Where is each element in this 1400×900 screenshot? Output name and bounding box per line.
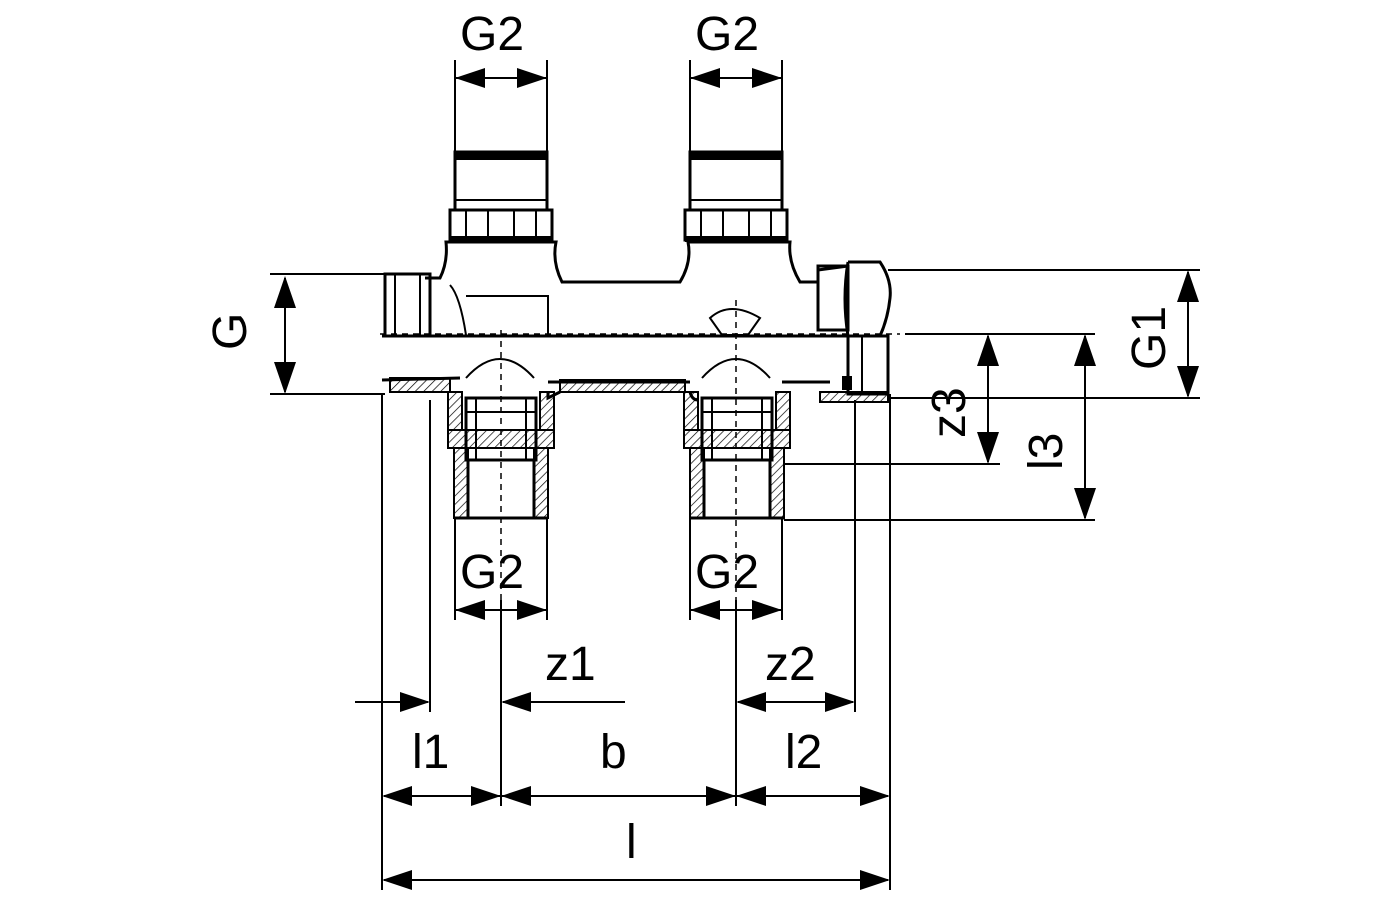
label-g2-bottom-right: G2 [695, 546, 759, 599]
bottom-right-outlet [683, 358, 791, 520]
label-z3: z3 [923, 387, 976, 438]
label-g2-bottom-left: G2 [460, 546, 524, 599]
center-lines [380, 300, 900, 600]
label-g2-top-left: G2 [460, 8, 524, 61]
top-left-outlet [448, 150, 554, 242]
label-b: b [600, 726, 627, 779]
label-z2: z2 [765, 638, 816, 691]
label-z1: z1 [545, 638, 596, 691]
top-right-outlet [683, 150, 789, 242]
label-l3: l3 [1020, 433, 1073, 470]
extension-lines [270, 60, 1200, 890]
manifold-body [381, 240, 892, 403]
label-g: G [204, 313, 257, 350]
bottom-left-outlet [447, 358, 555, 520]
label-l1: l1 [412, 726, 449, 779]
dimension-labels: G2 G2 G2 G2 G G1 z3 l3 z1 z2 l1 b l2 l [204, 8, 1176, 869]
label-g2-top-right: G2 [695, 8, 759, 61]
label-g1: G1 [1123, 306, 1176, 370]
dimension-lines [274, 68, 1199, 890]
label-l: l [626, 816, 637, 869]
label-l2: l2 [785, 726, 822, 779]
